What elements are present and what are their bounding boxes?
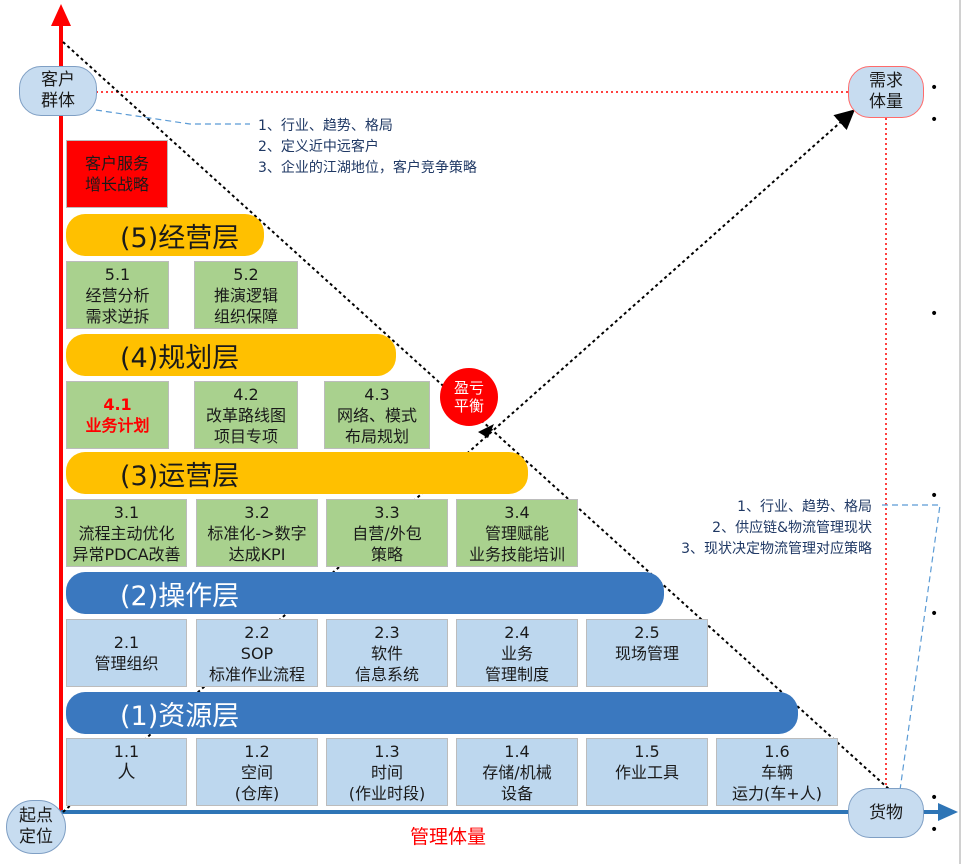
right-note-1: 1、行业、趋势、格局: [737, 499, 872, 515]
box-2-1: 2.1 管理组织: [66, 619, 187, 687]
box-1-6-text: 车辆 运力(车+人): [732, 762, 822, 803]
box-1-2-text: 空间 (仓库): [234, 762, 280, 803]
box-2-4-num: 2.4: [504, 622, 530, 642]
box-1-5-text: 作业工具: [614, 763, 679, 782]
box-1-2: 1.2 空间 (仓库): [196, 738, 318, 806]
box-3-4: 3.4 管理赋能 业务技能培训: [456, 499, 578, 567]
goods-pill: 货物: [848, 788, 924, 838]
left-note-3: 3、企业的江湖地位，客户竞争策略: [258, 160, 477, 176]
layer-1-resource-bar: (1)资源层: [66, 692, 798, 734]
box-4-1-num: 4.1: [103, 395, 132, 414]
box-4-3: 4.3 网络、模式 布局规划: [324, 381, 430, 449]
box-5-2-text: 推演逻辑 组织保障: [213, 285, 278, 326]
mid-arrowhead: [478, 424, 494, 438]
layer-5-operation-bar: (5)经营层: [66, 214, 264, 256]
box-2-4-text: 业务 管理制度: [484, 643, 549, 684]
box-2-5-num: 2.5: [634, 623, 660, 642]
box-3-2-text: 标准化->数字 达成KPI: [207, 523, 307, 564]
box-1-4: 1.4 存储/机械 设备: [456, 738, 578, 806]
x-axis-label: 管理体量: [410, 826, 487, 848]
layer-3-operations-bar: (3)运营层: [66, 452, 528, 494]
bullet-3: •: [930, 306, 939, 322]
box-4-2: 4.2 改革路线图 项目专项: [194, 381, 298, 449]
box-1-3: 1.3 时间 (作业时段): [326, 738, 448, 806]
layer-2-execution-bar: (2)操作层: [66, 572, 664, 614]
box-2-3: 2.3 软件 信息系统: [326, 619, 448, 687]
box-1-3-text: 时间 (作业时段): [348, 762, 426, 803]
box-2-2: 2.2 SOP 标准作业流程: [196, 619, 318, 687]
box-4-3-text: 网络、模式 布局规划: [336, 405, 417, 446]
y-axis-arrowhead: [51, 4, 71, 26]
box-1-6: 1.6 车辆 运力(车+人): [716, 738, 838, 806]
box-3-1-text: 流程主动优化 异常PDCA改善: [72, 523, 181, 564]
right-note-2: 2、供应链&物流管理现状: [712, 520, 872, 536]
demand-volume-pill: 需求 体量: [848, 66, 924, 118]
box-5-1-num: 5.1: [104, 264, 131, 284]
box-3-2-num: 3.2: [244, 502, 270, 522]
right-note-3: 3、现状决定物流管理对应策略: [681, 541, 872, 557]
box-3-3-num: 3.3: [374, 502, 400, 522]
break-even-circle: 盈亏 平衡: [440, 368, 498, 426]
box-1-1-num: 1.1: [113, 742, 140, 761]
box-5-1: 5.1 经营分析 需求逆拆: [66, 261, 169, 329]
right-callout-line: [882, 504, 941, 791]
box-5-1-text: 经营分析 需求逆拆: [85, 285, 150, 326]
box-1-6-num: 1.6: [764, 741, 790, 761]
box-4-1: 4.1 业务计划: [66, 381, 169, 449]
box-5-2-num: 5.2: [233, 264, 259, 284]
box-1-1: 1.1 人: [66, 738, 187, 806]
box-2-4: 2.4 业务 管理制度: [456, 619, 578, 687]
box-1-1-text: 人: [117, 762, 136, 783]
box-3-4-num: 3.4: [504, 502, 530, 522]
box-5-2: 5.2 推演逻辑 组织保障: [194, 261, 298, 329]
box-2-2-num: 2.2: [244, 622, 270, 642]
left-callout-line: [95, 109, 250, 125]
box-1-2-num: 1.2: [244, 741, 270, 761]
box-2-5: 2.5 现场管理: [586, 619, 708, 687]
bullet-6: •: [930, 790, 939, 806]
box-3-4-text: 管理赋能 业务技能培训: [468, 523, 565, 564]
box-1-5: 1.5 作业工具: [586, 738, 708, 806]
box-1-4-num: 1.4: [504, 741, 530, 761]
bullet-5: •: [930, 606, 939, 622]
box-3-3-text: 自营/外包 策略: [352, 523, 422, 564]
customer-group-pill: 客户 群体: [19, 66, 97, 116]
left-note-2: 2、定义近中远客户: [258, 139, 379, 155]
right-notes: 1、行业、趋势、格局 2、供应链&物流管理现状 3、现状决定物流管理对应策略: [600, 497, 872, 560]
bullet-1: •: [930, 80, 939, 96]
box-4-1-text: 业务计划: [85, 416, 150, 435]
left-notes: 1、行业、趋势、格局 2、定义近中远客户 3、企业的江湖地位，客户竞争策略: [258, 116, 477, 179]
box-2-3-num: 2.3: [374, 622, 400, 642]
box-3-1: 3.1 流程主动优化 异常PDCA改善: [66, 499, 187, 567]
box-2-2-text: SOP 标准作业流程: [208, 643, 305, 684]
box-2-1-text: 管理组织: [94, 654, 159, 673]
box-2-5-text: 现场管理: [614, 644, 679, 663]
bullet-2: •: [930, 112, 939, 128]
box-1-3-num: 1.3: [374, 741, 400, 761]
bullet-4: •: [930, 488, 939, 504]
box-1-4-text: 存储/机械 设备: [482, 762, 552, 803]
box-3-1-num: 3.1: [113, 502, 140, 522]
box-3-3: 3.3 自营/外包 策略: [326, 499, 448, 567]
box-4-2-text: 改革路线图 项目专项: [205, 405, 286, 446]
bullet-7: •: [930, 822, 939, 838]
box-2-3-text: 软件 信息系统: [354, 643, 419, 684]
x-axis-arrowhead: [938, 803, 958, 821]
layer-4-planning-bar: (4)规划层: [66, 334, 396, 376]
strategy-box: 客户服务 增长战略: [66, 140, 168, 208]
box-3-2: 3.2 标准化->数字 达成KPI: [196, 499, 318, 567]
origin-pill: 起点 定位: [6, 800, 66, 854]
left-note-1: 1、行业、趋势、格局: [258, 118, 393, 134]
box-2-1-num: 2.1: [113, 633, 140, 652]
box-1-5-num: 1.5: [634, 742, 660, 761]
box-4-2-num: 4.2: [233, 384, 259, 404]
box-4-3-num: 4.3: [364, 384, 390, 404]
